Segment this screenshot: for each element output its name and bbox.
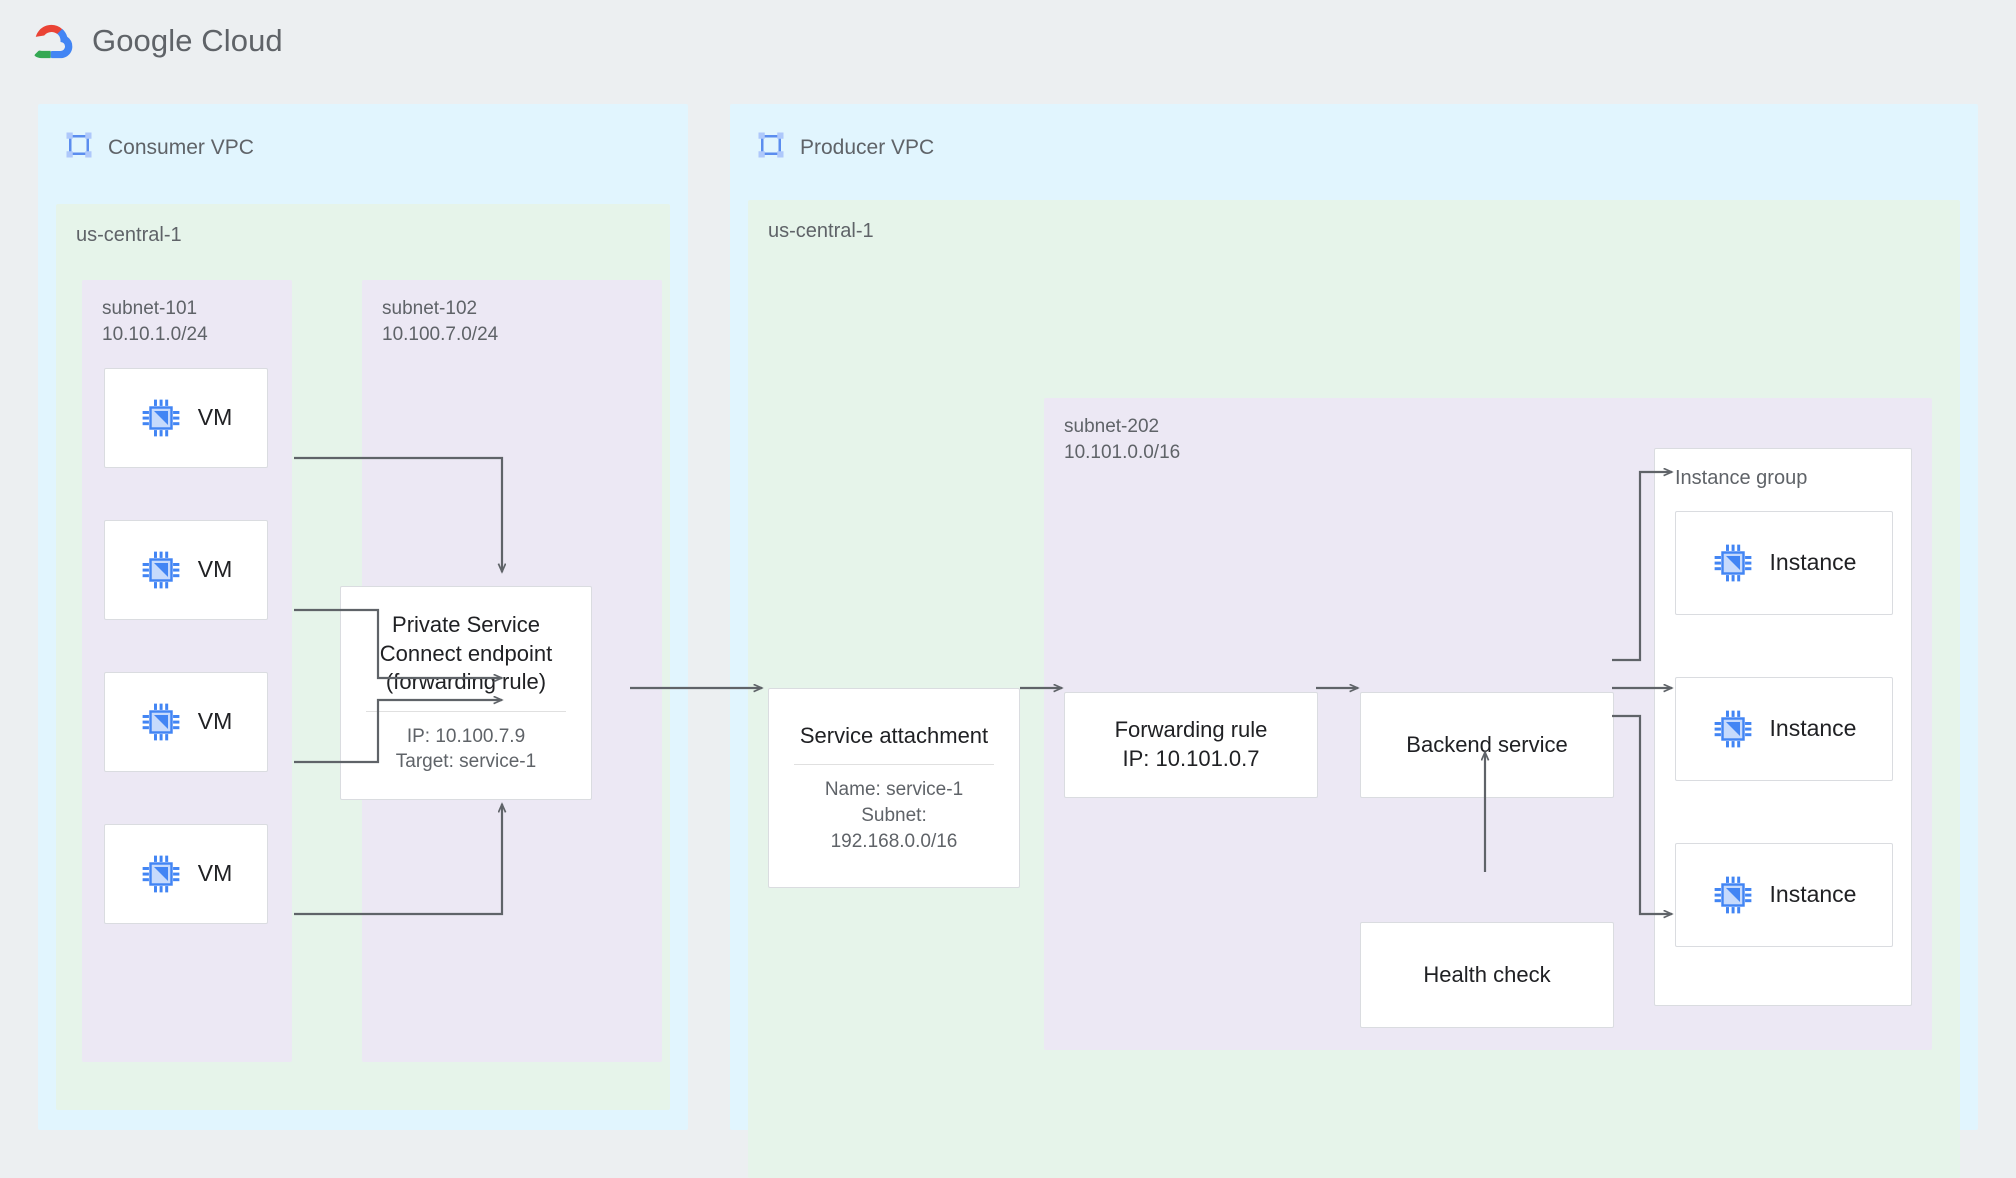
subnet-102-label: subnet-102 10.100.7.0/24 [382,298,499,345]
vpc-network-icon [756,130,786,165]
subnet-102-panel: subnet-102 10.100.7.0/24 Private Service… [340,280,662,1062]
producer-region-label: us-central-1 [768,220,874,242]
vm-chip-icon [140,701,182,743]
vpc-network-icon [64,130,94,165]
vm-label: VM [197,708,233,735]
subnet-101-label: subnet-101 10.10.1.0/24 [102,298,208,345]
instance-card-2[interactable]: Instance [1675,677,1893,781]
instance-group-panel: Instance group [1654,448,1912,1006]
consumer-vpc-panel: Consumer VPC us-central-1 subnet-101 10.… [38,104,688,1130]
instance-label: Instance [1769,715,1857,742]
divider [794,764,994,766]
vm-chip-icon [1712,542,1754,584]
producer-vpc-header: Producer VPC [756,130,934,165]
psc-endpoint-title: Private Service Connect endpoint (forwar… [379,611,553,695]
vm-card-1[interactable]: VM [104,368,268,468]
vm-chip-icon [1712,874,1754,916]
psc-endpoint-details: IP: 10.100.7.9 Target: service-1 [395,725,537,773]
producer-vpc-panel: Producer VPC us-central-1 Service attach… [730,104,1978,1178]
google-cloud-logo-icon [30,22,76,60]
vm-label: VM [197,556,233,583]
instance-card-1[interactable]: Instance [1675,511,1893,615]
brand-title: Google Cloud [92,23,283,58]
vm-chip-icon [140,397,182,439]
backend-service-title: Backend service [1406,731,1568,757]
health-check-title: Health check [1423,961,1551,987]
vm-chip-icon [140,853,182,895]
vm-label: VM [197,404,233,431]
consumer-vpc-title: Consumer VPC [108,135,254,159]
page-header: Google Cloud [30,22,283,60]
producer-region: us-central-1 Service attachment Name: se… [748,200,1960,1178]
vm-card-4[interactable]: VM [104,824,268,924]
health-check-card[interactable]: Health check [1360,922,1614,1028]
instance-card-3[interactable]: Instance [1675,843,1893,947]
vm-chip-icon [140,549,182,591]
vm-chip-icon [1712,708,1754,750]
service-attachment-title: Service attachment [799,722,989,748]
producer-vpc-title: Producer VPC [800,135,935,159]
service-attachment-card[interactable]: Service attachment Name: service-1 Subne… [768,688,1020,888]
forwarding-rule-title: Forwarding rule IP: 10.101.0.7 [1114,717,1268,771]
subnet-202-label: subnet-202 10.101.0.0/16 [1064,416,1181,463]
vm-card-2[interactable]: VM [104,520,268,620]
instance-label: Instance [1769,881,1857,908]
consumer-vpc-header: Consumer VPC [64,130,254,165]
subnet-202-panel: subnet-202 10.101.0.0/16 Forwarding rule… [1044,398,1932,1050]
backend-service-card[interactable]: Backend service [1360,692,1614,798]
divider [366,710,566,712]
subnet-101-panel: subnet-101 10.10.1.0/24 [82,280,292,1062]
instance-group-label: Instance group [1675,467,1808,489]
instance-label: Instance [1769,549,1857,576]
vm-label: VM [197,860,233,887]
psc-endpoint-card[interactable]: Private Service Connect endpoint (forwar… [340,586,592,800]
consumer-region: us-central-1 subnet-101 10.10.1.0/24 [56,204,670,1110]
forwarding-rule-card[interactable]: Forwarding rule IP: 10.101.0.7 [1064,692,1318,798]
consumer-region-label: us-central-1 [76,224,182,246]
vm-card-3[interactable]: VM [104,672,268,772]
service-attachment-details: Name: service-1 Subnet: 192.168.0.0/16 [824,779,964,852]
